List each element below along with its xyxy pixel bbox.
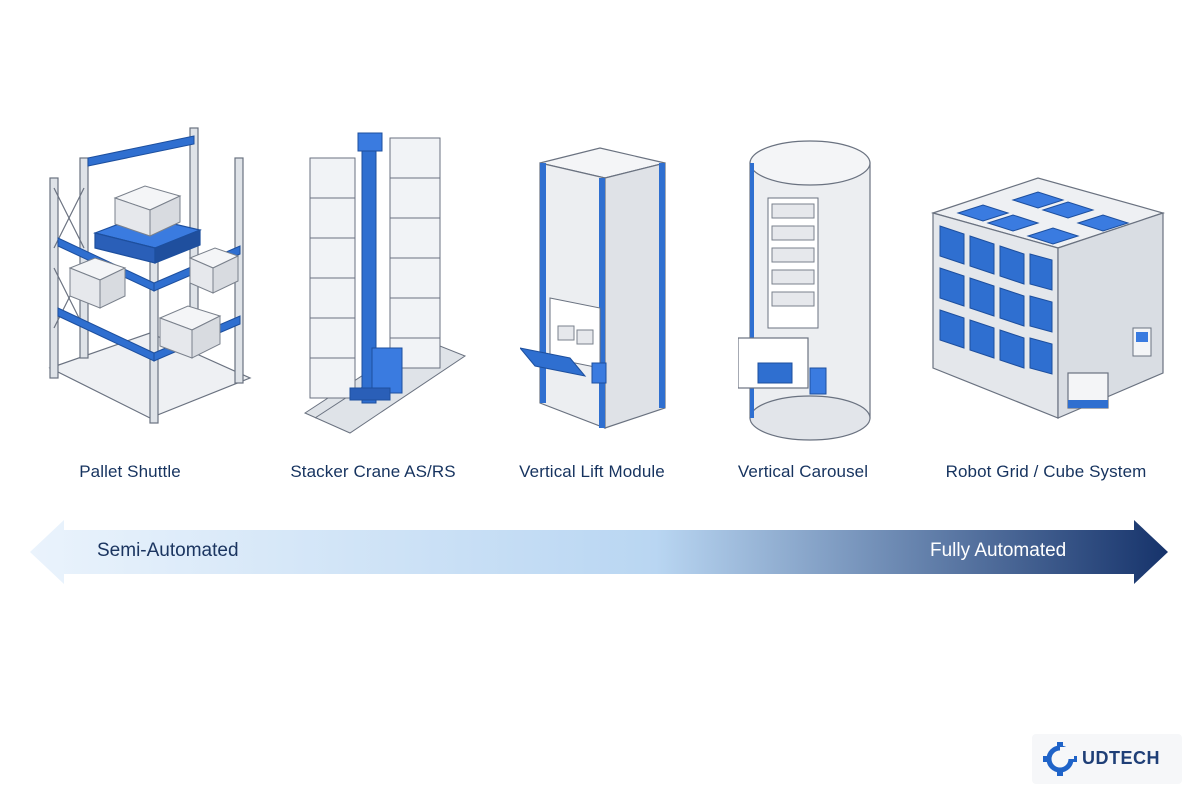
- robot-grid-cube-figure: [928, 118, 1148, 448]
- stacker-crane-illustration: [290, 118, 510, 448]
- label-vertical-lift-module: Vertical Lift Module: [472, 462, 712, 482]
- label-robot-grid-cube: Robot Grid / Cube System: [926, 462, 1166, 482]
- label-vertical-carousel: Vertical Carousel: [683, 462, 923, 482]
- gear-logo-icon: [1040, 739, 1080, 779]
- brand-name: UDTECH: [1082, 748, 1160, 769]
- vertical-lift-module-illustration: [520, 118, 740, 448]
- semi-automated-label: Semi-Automated: [97, 540, 239, 562]
- pallet-shuttle-figure: [40, 118, 260, 448]
- pallet-shuttle-illustration: [40, 118, 260, 448]
- vertical-carousel-figure: [738, 118, 958, 448]
- vertical-carousel-illustration: [738, 118, 958, 448]
- udtech-logo: UDTECH: [1032, 734, 1182, 784]
- label-stacker-crane: Stacker Crane AS/RS: [253, 462, 493, 482]
- label-pallet-shuttle: Pallet Shuttle: [10, 462, 250, 482]
- stacker-crane-figure: [290, 118, 510, 448]
- fully-automated-label: Fully Automated: [930, 540, 1066, 562]
- vertical-lift-module-figure: [520, 118, 740, 448]
- robot-grid-cube-illustration: [928, 118, 1168, 448]
